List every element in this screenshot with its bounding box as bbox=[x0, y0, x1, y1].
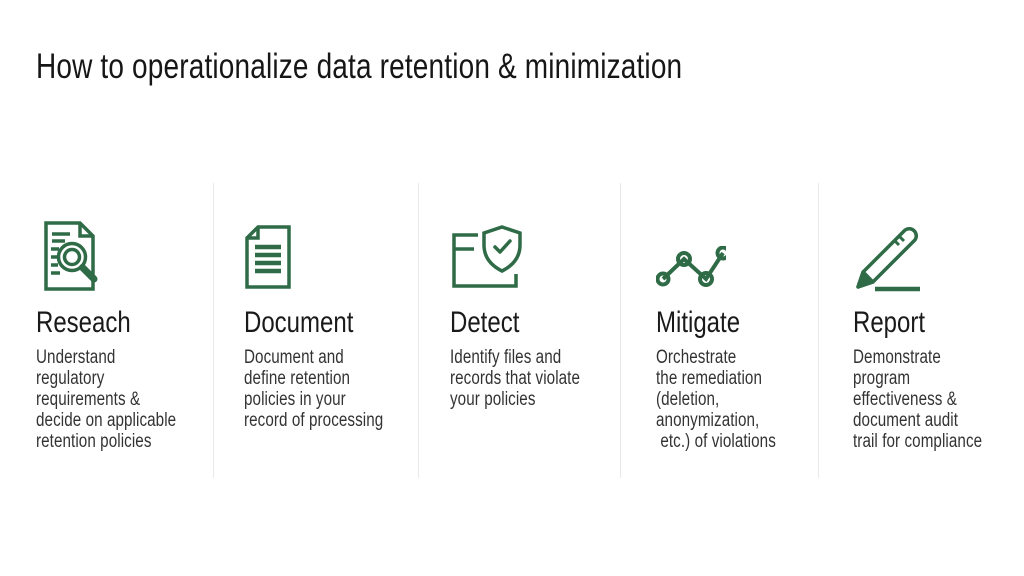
icon-box bbox=[244, 215, 414, 295]
column-divider bbox=[818, 183, 819, 478]
page-title: How to operationalize data retention & m… bbox=[36, 47, 683, 86]
step-description: Orchestrate the remediation (deletion, a… bbox=[656, 347, 776, 452]
step-title: Document bbox=[244, 306, 354, 339]
icon-box bbox=[36, 215, 206, 295]
step-title: Detect bbox=[450, 306, 520, 339]
step-title: Mitigate bbox=[656, 306, 741, 339]
column-divider bbox=[418, 183, 419, 478]
document-magnifier-icon bbox=[44, 221, 98, 291]
step-title: Reseach bbox=[36, 306, 131, 339]
column-divider bbox=[213, 183, 214, 478]
column-divider bbox=[620, 183, 621, 478]
graph-nodes-icon bbox=[656, 246, 726, 287]
step-title: Report bbox=[853, 306, 926, 339]
step-description: Identify files and records that violate … bbox=[450, 347, 581, 410]
icon-box bbox=[450, 215, 620, 295]
pencil-underline-icon bbox=[856, 226, 920, 292]
step-description: Understand regulatory requirements & dec… bbox=[36, 347, 177, 452]
step-description: Document and define retention policies i… bbox=[244, 347, 384, 431]
document-lines-icon bbox=[245, 225, 291, 289]
step-research: Reseach Understand regulatory requiremen… bbox=[36, 215, 206, 452]
step-mitigate: Mitigate Orchestrate the remediation (de… bbox=[656, 215, 826, 452]
icon-box bbox=[853, 215, 1013, 295]
step-description: Demonstrate program effectiveness & docu… bbox=[853, 347, 983, 452]
step-report: Report Demonstrate program effectiveness… bbox=[853, 215, 1013, 452]
step-document: Document Document and define retention p… bbox=[244, 215, 414, 431]
icon-box bbox=[656, 215, 826, 295]
folder-shield-check-icon bbox=[452, 225, 522, 288]
step-detect: Detect Identify files and records that v… bbox=[450, 215, 620, 410]
